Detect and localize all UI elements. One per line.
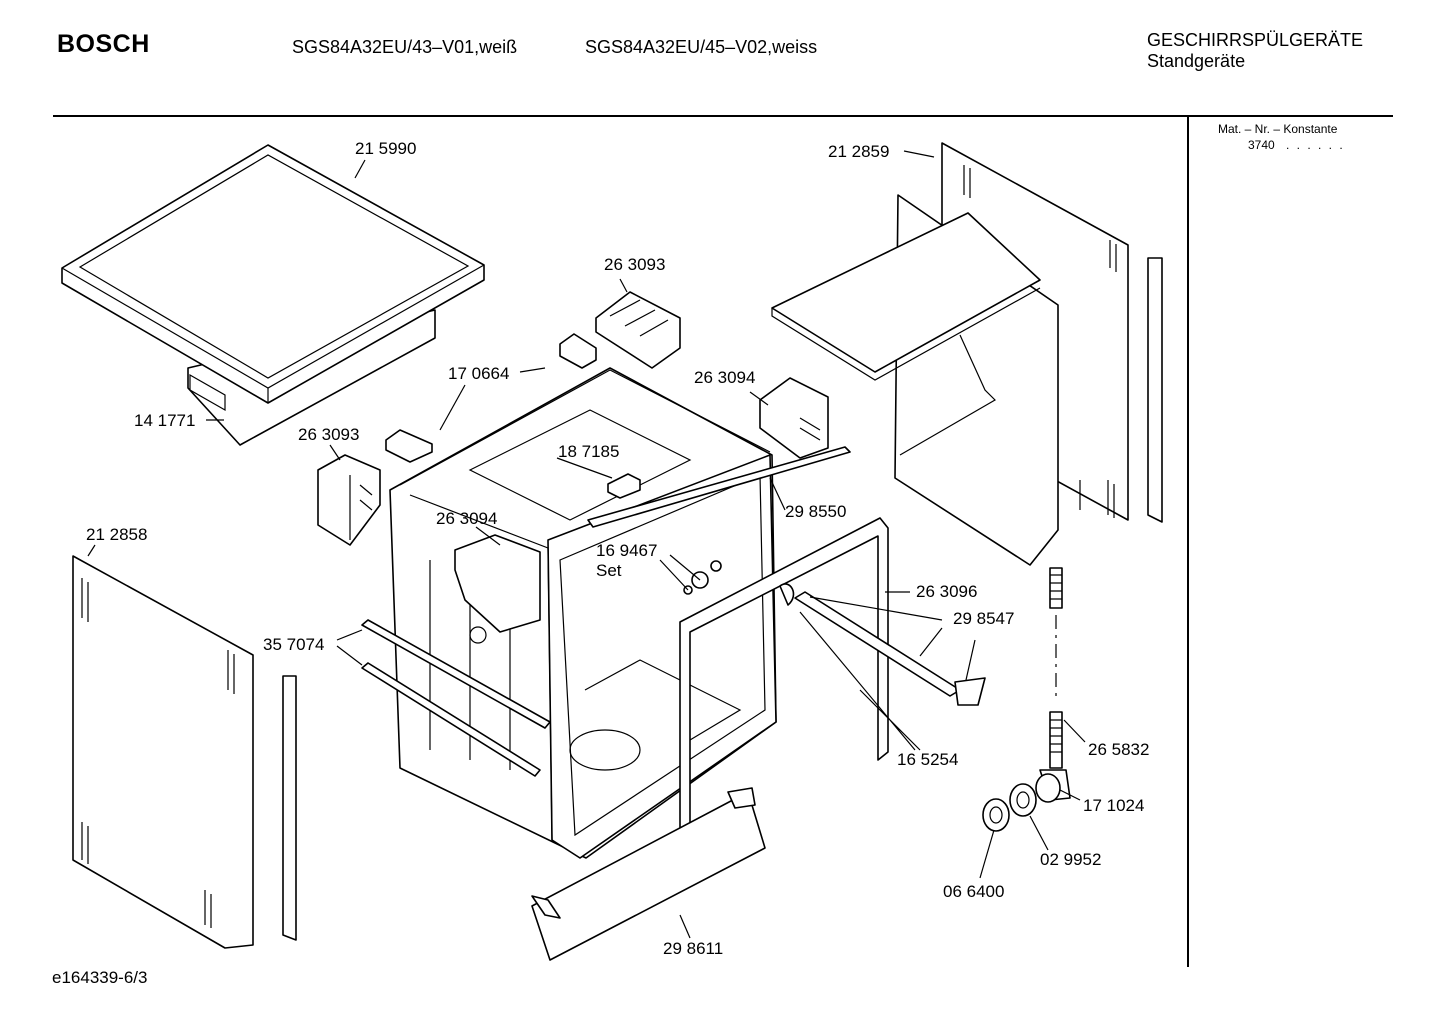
label-06-6400: 06 6400 (943, 882, 1004, 901)
part-hose-upper[interactable] (1049, 567, 1063, 700)
label-21-5990: 21 5990 (355, 139, 416, 158)
label-29-8550: 29 8550 (785, 502, 846, 521)
label-26-3094-upper: 26 3094 (694, 368, 755, 387)
part-plinth[interactable] (531, 787, 766, 961)
label-29-8611: 29 8611 (663, 939, 723, 958)
label-21-2859: 21 2859 (828, 142, 889, 161)
label-26-5832: 26 5832 (1088, 740, 1149, 759)
label-17-1024: 17 1024 (1083, 796, 1144, 815)
part-mounting-bar[interactable] (779, 583, 986, 706)
label-16-5254: 16 5254 (897, 750, 958, 769)
label-14-1771: 14 1771 (134, 411, 195, 430)
part-right-seal-strip[interactable] (1147, 257, 1163, 523)
label-26-3093-top: 26 3093 (604, 255, 665, 274)
part-gasket[interactable] (1009, 783, 1037, 817)
label-02-9952: 02 9952 (1040, 850, 1101, 869)
label-26-3094-lower: 26 3094 (436, 509, 497, 528)
part-cap[interactable] (982, 798, 1010, 832)
part-hinge-bracket-left[interactable] (385, 429, 433, 463)
label-18-7185: 18 7185 (558, 442, 619, 461)
part-elbow-fitting[interactable] (1035, 769, 1071, 803)
mat-nr-dots: . . . . . . (1286, 138, 1345, 152)
part-clip-top[interactable] (595, 291, 681, 369)
drawing-id: e164339-6/3 (52, 968, 148, 987)
part-bracket-lower[interactable] (454, 534, 541, 644)
part-latch[interactable] (607, 473, 641, 499)
part-set-screws[interactable] (683, 560, 722, 595)
category-title: GESCHIRRSPÜLGERÄTE (1147, 30, 1364, 50)
category-subtitle: Standgeräte (1147, 51, 1246, 71)
part-left-side-panel[interactable] (72, 555, 254, 949)
part-hinge-bracket-top[interactable] (559, 333, 597, 369)
model-number-2: SGS84A32EU/45–V02,weiss (585, 37, 818, 57)
part-right-side-panel[interactable] (771, 142, 1129, 566)
part-mount-rail-upper[interactable] (361, 619, 551, 729)
side-panel-divider (1187, 117, 1189, 967)
label-35-7074: 35 7074 (263, 635, 324, 654)
part-left-seal-strip[interactable] (282, 675, 297, 941)
mat-nr-value: 3740 (1248, 138, 1275, 152)
mat-nr-label: Mat. – Nr. – Konstante (1218, 122, 1338, 136)
label-16-9467: 16 9467 (596, 541, 657, 560)
label-21-2858: 21 2858 (86, 525, 147, 544)
model-number-1: SGS84A32EU/43–V01,weiß (292, 37, 518, 57)
brand-logo: BOSCH (57, 30, 150, 58)
label-set: Set (596, 561, 622, 580)
part-top-strip[interactable] (587, 446, 851, 528)
label-17-0664: 17 0664 (448, 364, 509, 383)
label-29-8547: 29 8547 (953, 609, 1014, 628)
label-26-3096: 26 3096 (916, 582, 977, 601)
part-clip-left[interactable] (317, 454, 381, 546)
part-mount-rail-lower[interactable] (361, 662, 541, 777)
header-divider (53, 115, 1393, 117)
part-hose-lower[interactable] (1049, 711, 1063, 769)
leader-lines (87, 150, 1086, 939)
label-26-3093-left: 26 3093 (298, 425, 359, 444)
part-worktop[interactable] (61, 144, 485, 446)
part-bracket-upper[interactable] (759, 377, 829, 459)
